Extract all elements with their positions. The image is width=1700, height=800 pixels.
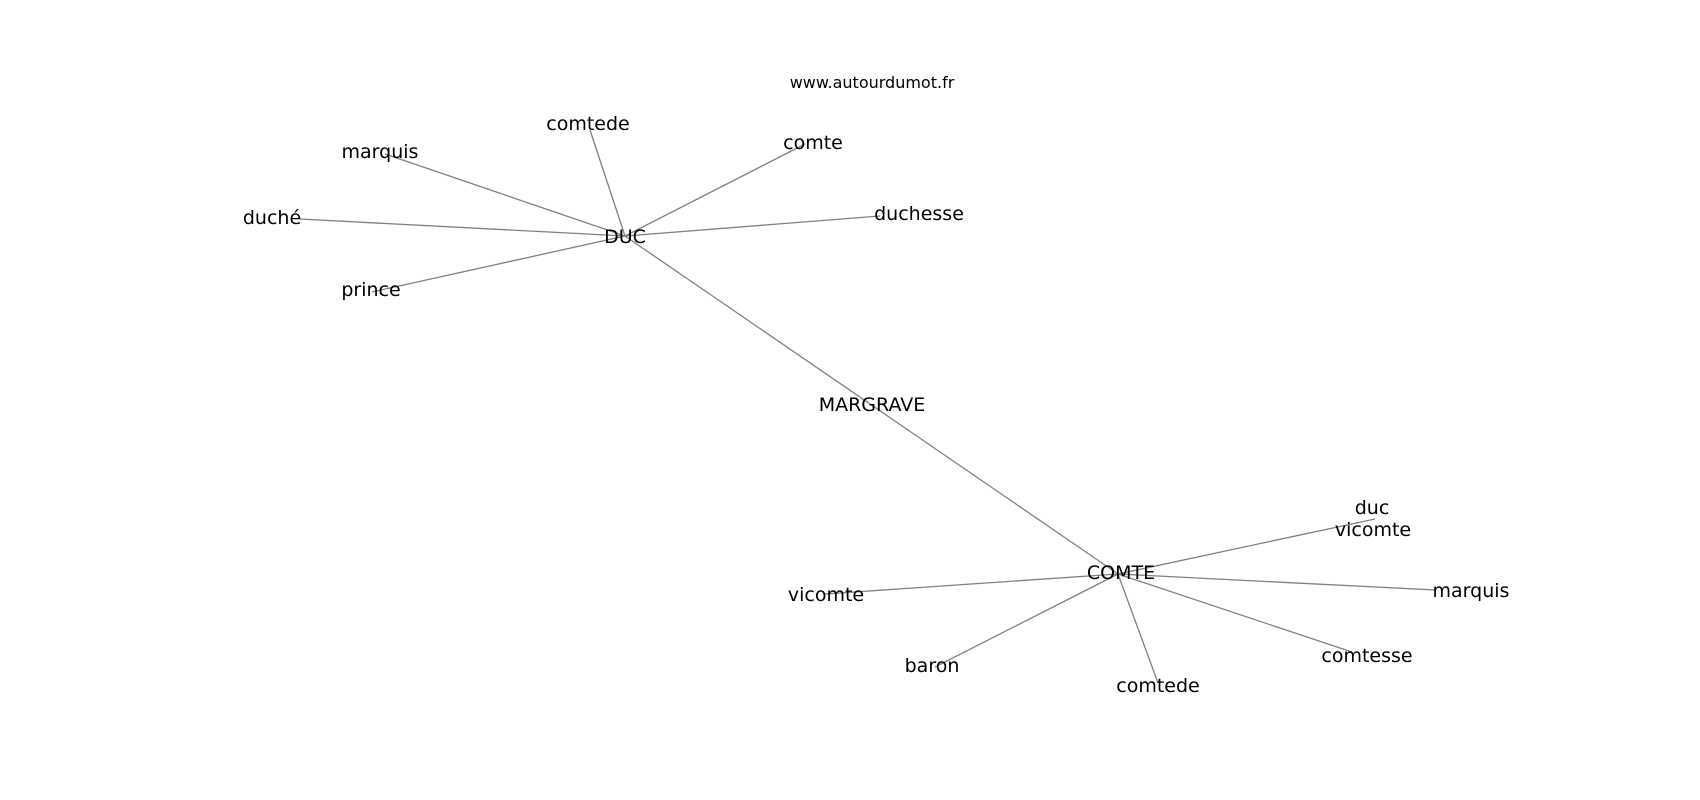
node-label-duc-hub[interactable]: DUC <box>604 226 646 248</box>
node-label-c-vicomte-r[interactable]: vicomte <box>1335 519 1411 541</box>
node-label-c-comtesse[interactable]: comtesse <box>1321 645 1412 667</box>
node-label-c-duc[interactable]: duc <box>1355 497 1390 519</box>
node-label-d-marquis[interactable]: marquis <box>342 141 419 163</box>
node-label-d-duchesse[interactable]: duchesse <box>874 203 964 225</box>
edge-comte_hub-c_vicomte_l <box>824 573 1119 595</box>
node-label-d-prince[interactable]: prince <box>341 279 400 301</box>
edge-comte_hub-c_comtesse <box>1117 573 1353 653</box>
edges-layer <box>299 129 1436 684</box>
edge-duc_hub-d_duchesse <box>624 215 881 237</box>
node-label-c-vicomte-l[interactable]: vicomte <box>788 584 864 606</box>
node-label-d-duche[interactable]: duché <box>243 207 301 229</box>
edge-duc_hub-d_duche <box>299 218 626 237</box>
edge-comte_hub-c_baron <box>934 573 1119 668</box>
edge-comte_hub-c_duc <box>1117 518 1376 575</box>
node-label-d-comte[interactable]: comte <box>783 132 843 154</box>
node-label-margrave[interactable]: MARGRAVE <box>819 394 926 416</box>
node-label-c-comtede[interactable]: comtede <box>1116 675 1199 697</box>
node-label-c-baron[interactable]: baron <box>905 655 960 677</box>
edge-duc_hub-d_marquis <box>384 153 626 237</box>
site-url-label: www.autourdumot.fr <box>790 73 955 92</box>
node-label-c-marquis[interactable]: marquis <box>1433 580 1510 602</box>
edge-comte_hub-c_marquis <box>1117 573 1436 591</box>
labels-layer: DUC MARGRAVE COMTE comtede marquis comte duché… <box>243 113 1510 697</box>
node-label-d-comtede[interactable]: comtede <box>546 113 629 135</box>
edge-duc_hub-comte_hub <box>624 235 1119 575</box>
edge-comte_hub-c_comtede <box>1117 573 1159 684</box>
edge-duc_hub-d_prince <box>371 235 626 293</box>
edge-duc_hub-d_comte <box>624 143 806 237</box>
node-label-comte-hub[interactable]: COMTE <box>1087 562 1155 584</box>
edge-duc_hub-d_comtede <box>589 129 626 237</box>
